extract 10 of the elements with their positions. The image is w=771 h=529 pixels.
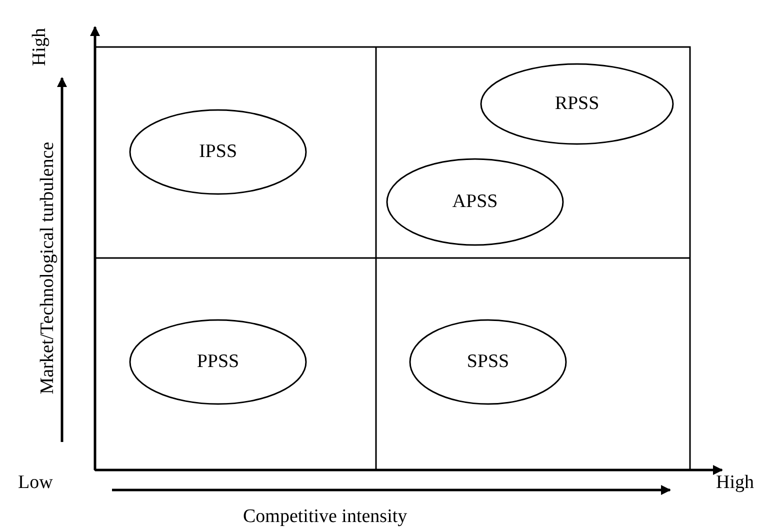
axis-label: High: [716, 472, 754, 494]
quadrant-label: PPSS: [196, 351, 240, 373]
axis-title: Market/Technological turbulence: [37, 142, 60, 394]
axis-label: High: [29, 28, 51, 66]
quadrant-label: SPSS: [466, 351, 510, 373]
quadrant-label: RPSS: [554, 93, 600, 115]
axis-label: Low: [18, 472, 53, 494]
quadrant-label: APSS: [451, 191, 499, 213]
quadrant-label: IPSS: [198, 141, 238, 163]
axis-title: Competitive intensity: [243, 506, 408, 528]
